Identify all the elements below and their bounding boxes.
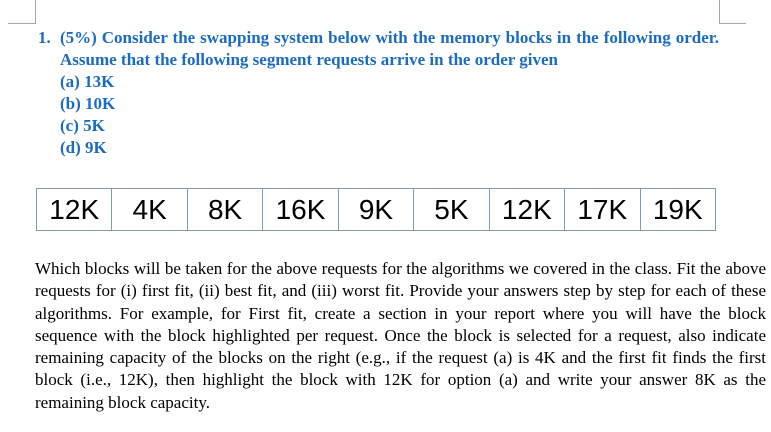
memory-block-cell: 12K: [35, 188, 113, 231]
memory-block-cell: 12K: [488, 188, 566, 231]
question-text: (5%) Consider the swapping system below …: [60, 28, 719, 69]
memory-block-cell: 9K: [337, 188, 415, 231]
memory-block-cell: 8K: [186, 188, 264, 231]
question-body: (5%) Consider the swapping system below …: [60, 27, 719, 159]
request-item-a: (a) 13K: [60, 72, 115, 91]
memory-blocks-table: 12K 4K 8K 16K 9K 5K 12K 17K 19K: [35, 188, 716, 231]
request-item-b: (b) 10K: [60, 94, 116, 113]
memory-block-cell: 5K: [413, 188, 490, 231]
memory-block-cell: 17K: [564, 188, 641, 231]
memory-block-cell: 4K: [111, 188, 188, 231]
text-boundary-mark-left: [8, 0, 36, 24]
memory-block-cell: 16K: [262, 188, 339, 231]
request-item-c: (c) 5K: [60, 116, 105, 135]
instructions-paragraph: Which blocks will be taken for the above…: [35, 259, 766, 412]
question-number: 1.: [38, 28, 51, 47]
memory-blocks-row: 12K 4K 8K 16K 9K 5K 12K 17K 19K: [35, 188, 716, 231]
memory-block-cell: 19K: [639, 188, 716, 231]
request-item-d: (d) 9K: [60, 138, 107, 157]
question-block: 1. (5%) Consider the swapping system bel…: [38, 27, 719, 159]
text-boundary-mark-right: [719, 0, 746, 24]
